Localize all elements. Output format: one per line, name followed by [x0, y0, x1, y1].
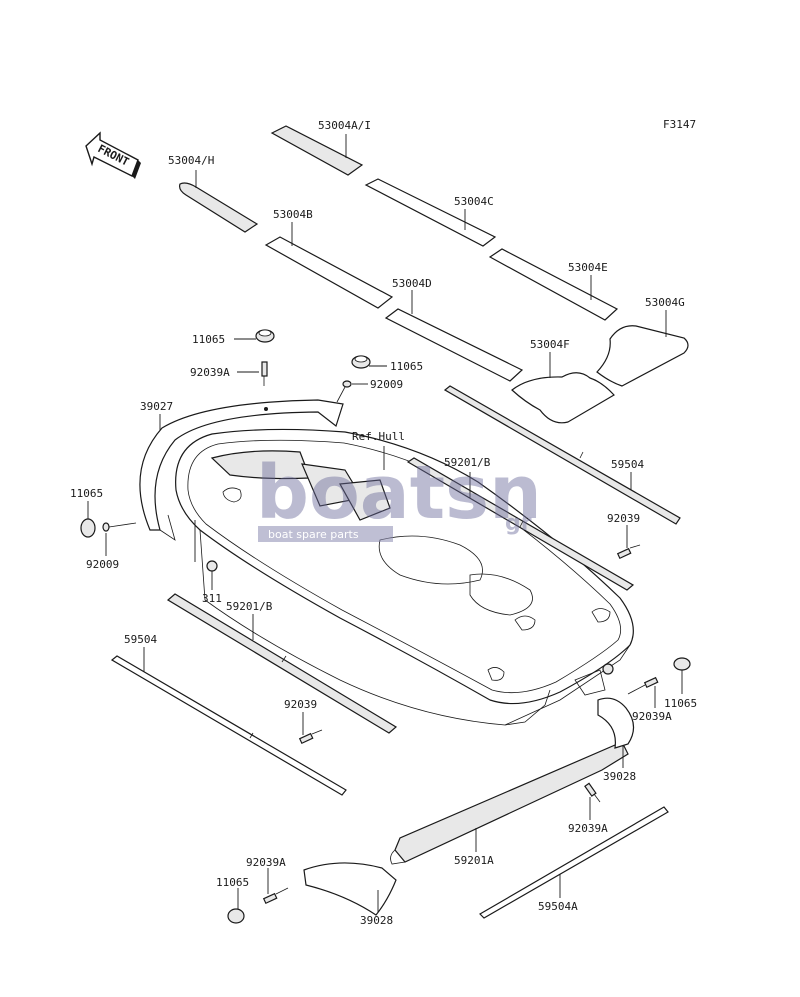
- figure-code: F3147: [663, 118, 696, 131]
- label-92039A-mid: 92039A: [568, 822, 608, 835]
- label-53004G: 53004G: [645, 296, 685, 309]
- label-92039A-right: 92039A: [632, 710, 672, 723]
- rivet-92039A-top: [261, 361, 268, 386]
- label-39028-left: 39028: [360, 914, 393, 927]
- watermark-tagline: boat spare parts: [268, 528, 359, 541]
- label-59201A: 59201A: [454, 854, 494, 867]
- cap-11065-top: [255, 329, 275, 343]
- hull-body: [175, 428, 634, 726]
- gunwale-rail-59504-upper: [443, 385, 681, 525]
- side-rail-59201B-upper: [406, 457, 635, 591]
- label-59201B-lower: 59201/B: [226, 600, 273, 613]
- label-92009-left: 92009: [86, 558, 119, 571]
- gunwale-rail-59504-lower: [110, 655, 347, 796]
- deck-mat-53004B: [264, 236, 394, 309]
- label-53004B: 53004B: [273, 208, 313, 221]
- screw-92009-left: [102, 522, 137, 532]
- deck-mat-53004E: [488, 248, 619, 321]
- label-53004C: 53004C: [454, 195, 494, 208]
- rivet-92039-lower: [298, 729, 323, 745]
- gunwale-rail-59504A: [479, 806, 669, 919]
- label-59504A: 59504A: [538, 900, 578, 913]
- rear-bumper-39028-left: [303, 862, 397, 916]
- label-39027: 39027: [140, 400, 173, 413]
- bumper-rail-39027: [139, 399, 344, 541]
- deck-mat-53004D: [384, 308, 524, 382]
- deck-mat-53004F: [511, 372, 615, 424]
- screw-92009-top: [336, 380, 352, 403]
- label-53004H: 53004/H: [168, 154, 214, 167]
- side-rail-59201A: [390, 741, 629, 865]
- deck-mat-53004G: [596, 325, 689, 387]
- label-59201B-upper: 59201/B: [444, 456, 491, 469]
- deck-mat-53004AI: [270, 125, 364, 176]
- rivet-92039A-bottom: [262, 887, 289, 905]
- label-11065-right: 11065: [664, 697, 697, 710]
- label-11065-top: 11065: [192, 333, 225, 346]
- front-arrow-icon: FRONT: [85, 131, 141, 179]
- label-59504-lower: 59504: [124, 633, 157, 646]
- leader-lines: [87, 134, 683, 912]
- side-rail-59201B-lower: [166, 593, 398, 734]
- watermark-suffix: gr: [505, 511, 532, 536]
- nut-311: [206, 560, 218, 572]
- cap-11065-right: [673, 657, 691, 671]
- label-11065-bottom: 11065: [216, 876, 249, 889]
- label-92039-right: 92039: [607, 512, 640, 525]
- rivet-92039A-right: [627, 676, 659, 695]
- label-53004E: 53004E: [568, 261, 608, 274]
- label-39028-right: 39028: [603, 770, 636, 783]
- rivet-92039-right: [616, 544, 641, 560]
- label-53004D: 53004D: [392, 277, 432, 290]
- label-11065-mid: 11065: [390, 360, 423, 373]
- label-53004F: 53004F: [530, 338, 570, 351]
- rear-bumper-39028-right: [597, 697, 635, 749]
- label-311: 311: [202, 592, 222, 605]
- label-11065-left: 11065: [70, 487, 103, 500]
- label-59504-upper: 59504: [611, 458, 644, 471]
- label-92039A-top: 92039A: [190, 366, 230, 379]
- rivet-92039A-mid: [584, 782, 601, 803]
- cap-11065-left: [80, 518, 96, 538]
- part-labels: 53004A/I 53004/H 53004C 53004B 53004E 53…: [70, 119, 697, 927]
- label-92039A-bottom: 92039A: [246, 856, 286, 869]
- deck-mat-53004H: [179, 182, 259, 233]
- cap-11065-mid: [351, 355, 371, 369]
- watermark-main: boatsn: [256, 450, 542, 536]
- label-53004AI: 53004A/I: [318, 119, 371, 132]
- label-ref-hull: Ref.Hull: [352, 430, 405, 443]
- watermark: boatsn gr boat spare parts: [256, 450, 542, 542]
- label-92039-lower: 92039: [284, 698, 317, 711]
- deck-mat-53004C: [364, 178, 497, 247]
- cap-11065-bottom: [227, 908, 245, 924]
- label-92009-top: 92009: [370, 378, 403, 391]
